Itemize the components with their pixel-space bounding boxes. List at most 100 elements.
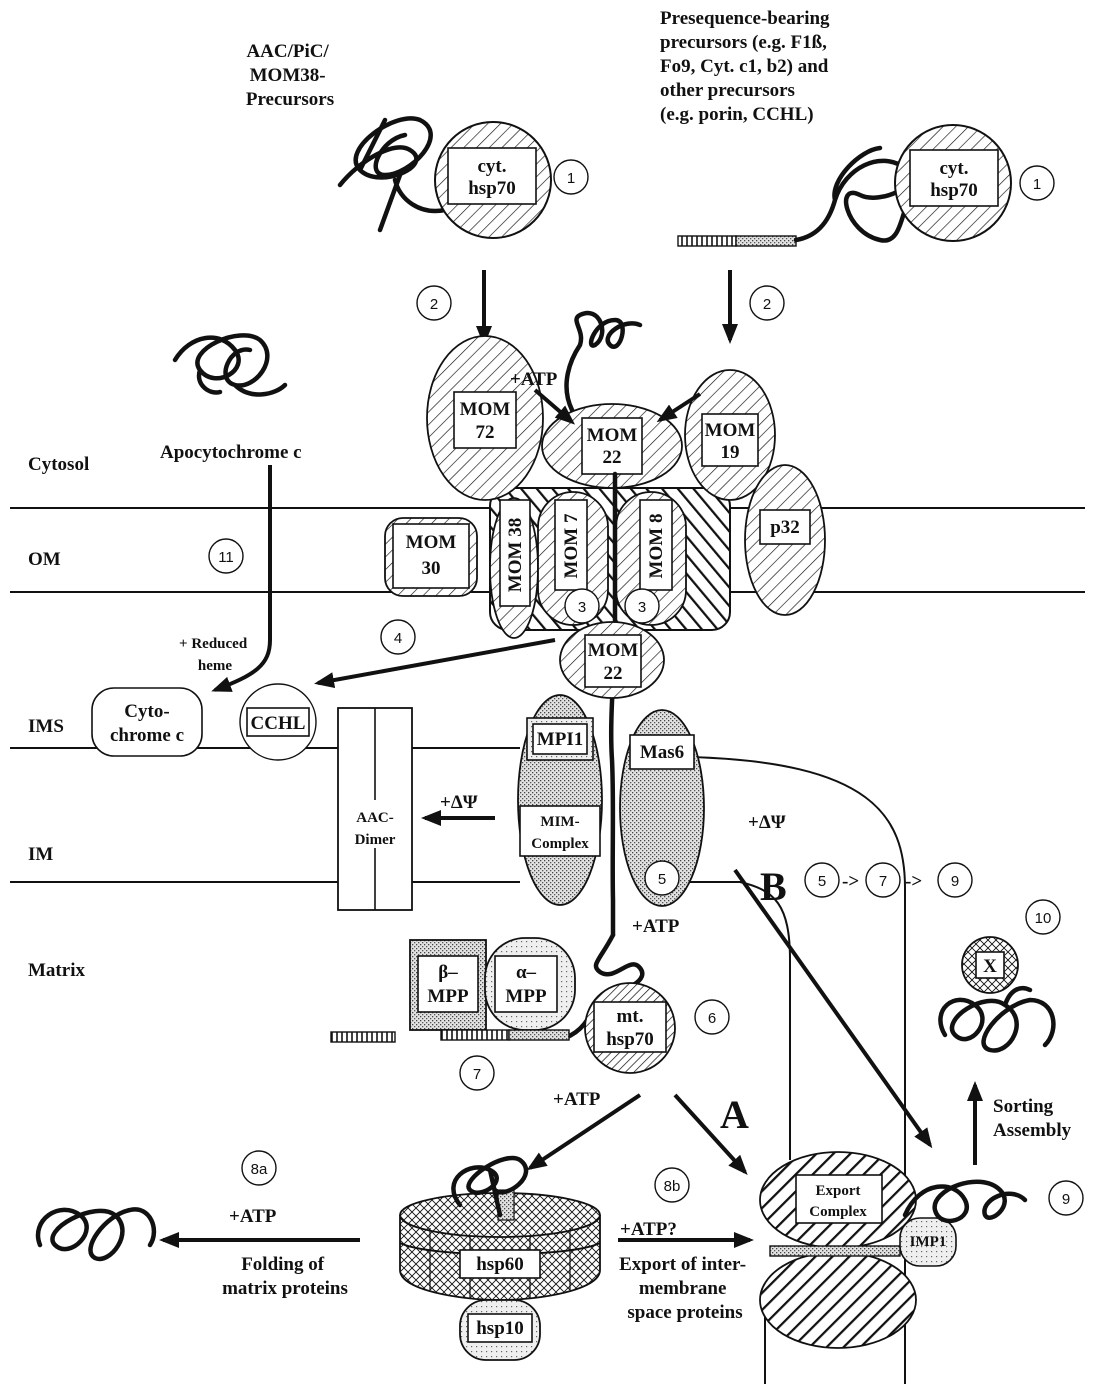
svg-text:6: 6 — [708, 1010, 716, 1027]
cyt-hsp70-right: cyt.hsp70 — [894, 124, 1012, 242]
cytochrome-c: Cyto-chrome c — [91, 687, 203, 757]
route-a-letter: A — [720, 1092, 749, 1137]
delta-psi-right: +ΔΨ — [748, 812, 786, 833]
precursor-on-mom22 — [564, 310, 643, 413]
svg-text:hsp60: hsp60 — [476, 1254, 524, 1275]
step-6: 6 — [694, 999, 730, 1035]
svg-text:11: 11 — [218, 549, 234, 566]
precursor-chain-right — [793, 145, 918, 243]
svg-text:2: 2 — [430, 296, 438, 313]
svg-text:9: 9 — [1062, 1191, 1070, 1208]
step-4: 4 — [380, 619, 416, 655]
svg-text:cyt.hsp70: cyt.hsp70 — [468, 156, 516, 199]
svg-text:10: 10 — [1035, 910, 1052, 927]
mom38: MOM 38 — [489, 497, 539, 639]
svg-text:p32: p32 — [770, 517, 800, 538]
svg-text:β–MPP: β–MPP — [427, 962, 469, 1007]
svg-text:MOM 7: MOM 7 — [561, 513, 582, 578]
step-3-right: 3 — [624, 588, 660, 624]
atp-label-matrix: +ATP — [632, 916, 680, 937]
protein-x: X — [938, 936, 1056, 1053]
svg-text:AAC-Dimer: AAC-Dimer — [355, 810, 396, 848]
step-10: 10 — [1025, 899, 1061, 935]
hsp60: hsp60 — [399, 1155, 601, 1301]
svg-text:mt.hsp70: mt.hsp70 — [606, 1006, 654, 1050]
step-8b: 8b — [654, 1167, 690, 1203]
apocytochrome-path — [211, 465, 272, 692]
label-om: OM — [28, 549, 61, 570]
svg-text:8b: 8b — [664, 1178, 681, 1195]
svg-text:->: -> — [842, 871, 859, 892]
atp-arrow-right — [656, 392, 702, 423]
svg-text:MPI1: MPI1 — [537, 729, 583, 750]
arrow-route-b — [733, 868, 933, 1149]
mt-hsp70: mt.hsp70 — [584, 982, 676, 1074]
svg-text:Mas6: Mas6 — [640, 742, 684, 763]
step-7: 7 — [459, 1055, 495, 1091]
svg-text:9: 9 — [951, 873, 959, 890]
p32: p32 — [744, 464, 826, 616]
precursors-left-label: AAC/PiC/ MOM38- Precursors — [246, 41, 334, 110]
precursor-on-export — [769, 1245, 901, 1257]
svg-text:2: 2 — [763, 296, 771, 313]
svg-text:4: 4 — [394, 630, 402, 647]
export-label: Export of inter- membrane space proteins — [619, 1254, 751, 1323]
arrow-to-hsp60 — [526, 1093, 642, 1171]
svg-text:5: 5 — [658, 871, 666, 888]
atp-label-top: +ATP — [510, 369, 558, 390]
delta-psi-left: +ΔΨ — [440, 792, 478, 813]
svg-text:7: 7 — [473, 1066, 481, 1083]
precursors-right-label: Presequence-bearing precursors (e.g. F1ß… — [660, 8, 834, 125]
svg-text:hsp10: hsp10 — [476, 1318, 524, 1339]
svg-text:3: 3 — [638, 599, 646, 616]
route-b-sequence: 5 -> 7 -> 9 — [804, 862, 973, 898]
svg-text:X: X — [983, 956, 997, 977]
svg-text:1: 1 — [1033, 176, 1041, 193]
apocytochrome-label: Apocytochrome c — [160, 442, 302, 463]
step-1-left: 1 — [553, 159, 589, 195]
svg-text:CCHL: CCHL — [251, 713, 306, 734]
arrow-route-a — [673, 1093, 748, 1175]
atp-label-export: +ATP? — [620, 1219, 677, 1240]
export-complex-lower — [759, 1251, 917, 1349]
svg-text:5: 5 — [818, 873, 826, 890]
reduced-heme-label: + Reduced heme — [179, 636, 251, 674]
step-5: 5 — [644, 860, 680, 896]
svg-text:Cyto-chrome c: Cyto-chrome c — [110, 701, 184, 746]
aac-dimer: AAC-Dimer — [337, 707, 413, 911]
svg-text:α–MPP: α–MPP — [505, 962, 547, 1007]
step-3-left: 3 — [564, 588, 600, 624]
step-9: 9 — [1048, 1180, 1084, 1216]
precursor-chain-left — [337, 116, 448, 233]
imp1: IMP1 — [899, 1217, 957, 1267]
cchl: CCHL — [239, 683, 317, 761]
sorting-assembly-label: Sorting Assembly — [993, 1096, 1072, 1141]
label-im: IM — [28, 844, 53, 865]
apocytochrome-chain — [172, 333, 288, 397]
presequence-cleaved — [330, 1031, 396, 1043]
step-1-right: 1 — [1019, 165, 1055, 201]
atp-arrow-left — [533, 388, 576, 425]
alpha-mpp: α–MPP — [484, 937, 576, 1031]
folding-label: Folding of matrix proteins — [222, 1254, 348, 1299]
step-2-left: 2 — [416, 285, 452, 321]
beta-mpp: β–MPP — [409, 939, 487, 1031]
mim-complex: MPI1 MIM-Complex — [517, 694, 603, 906]
svg-text:8a: 8a — [251, 1161, 268, 1178]
svg-text:->: -> — [905, 871, 922, 892]
svg-text:7: 7 — [879, 873, 887, 890]
step-8a: 8a — [241, 1150, 277, 1186]
label-cytosol: Cytosol — [28, 454, 89, 475]
arrow-step-4 — [314, 638, 556, 689]
svg-text:1: 1 — [567, 170, 575, 187]
